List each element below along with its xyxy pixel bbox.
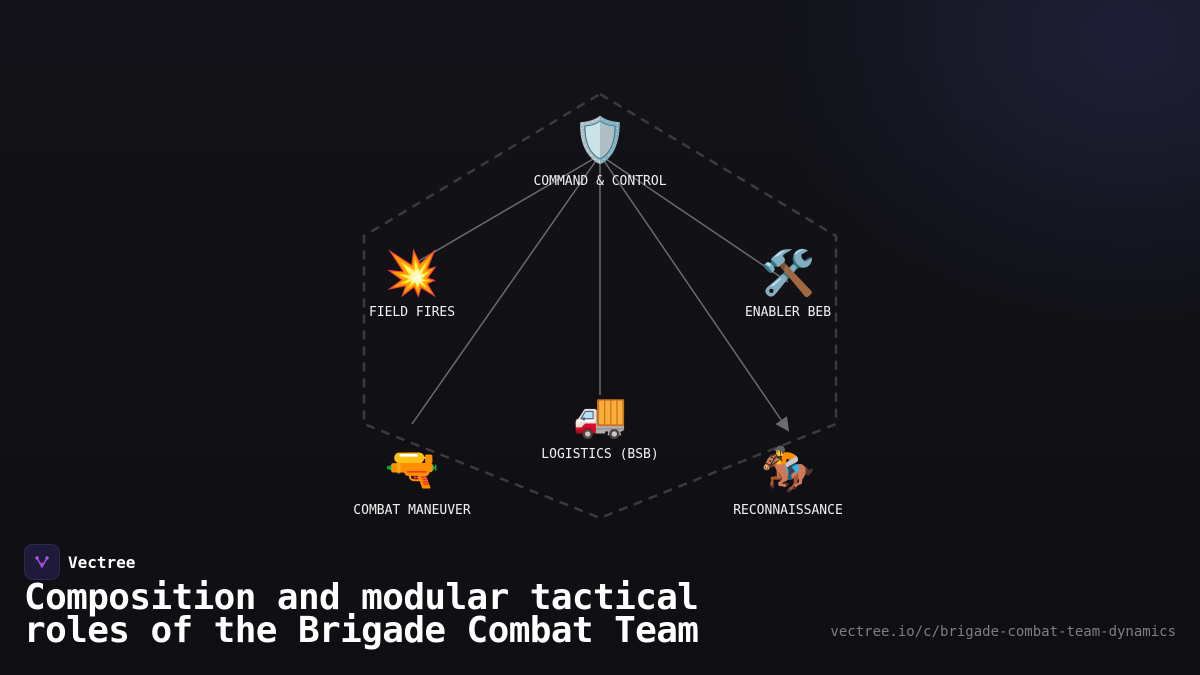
- shield-icon: 🛡️: [573, 115, 628, 166]
- vectree-logo-icon: [24, 544, 60, 580]
- node-label: RECONNAISSANCE: [733, 503, 843, 518]
- tools-icon: 🛠️: [761, 246, 816, 299]
- horse-rider-icon: 🏇: [761, 444, 816, 495]
- nodes: 🛡️ COMMAND & CONTROL 💥 FIELD FIRES 🛠️ ENABLER…: [353, 115, 842, 518]
- source-url: vectree.io/c/brigade-combat-team-dynamic…: [830, 624, 1176, 640]
- node-label: FIELD FIRES: [369, 305, 455, 320]
- edge-command-to-enabler: [599, 154, 789, 283]
- node-maneuver: 🔫 COMBAT MANEUVER: [353, 444, 471, 518]
- page-title: Composition and modular tactical roles o…: [24, 577, 699, 651]
- pistol-icon: 🔫: [385, 444, 440, 495]
- edge-command-to-maneuver: [411, 154, 601, 425]
- node-enabler: 🛠️ ENABLER BEB: [745, 246, 831, 320]
- node-label: COMMAND & CONTROL: [533, 174, 666, 189]
- node-logistics: 🚚 LOGISTICS (BSB): [541, 390, 658, 462]
- hexagon-outline: [362, 92, 838, 520]
- explosion-icon: 💥: [385, 248, 440, 299]
- edges: [411, 154, 790, 432]
- node-command: 🛡️ COMMAND & CONTROL: [533, 115, 666, 189]
- edge-command-to-recon: [599, 154, 790, 432]
- edge-command-to-fires: [411, 154, 601, 266]
- node-fires: 💥 FIELD FIRES: [369, 248, 455, 320]
- truck-icon: 🚚: [573, 390, 628, 441]
- brand: Vectree: [24, 544, 135, 580]
- node-label: LOGISTICS (BSB): [541, 447, 658, 462]
- node-label: COMBAT MANEUVER: [353, 503, 471, 518]
- node-label: ENABLER BEB: [745, 305, 831, 320]
- brand-name: Vectree: [68, 552, 136, 572]
- node-recon: 🏇 RECONNAISSANCE: [733, 444, 843, 518]
